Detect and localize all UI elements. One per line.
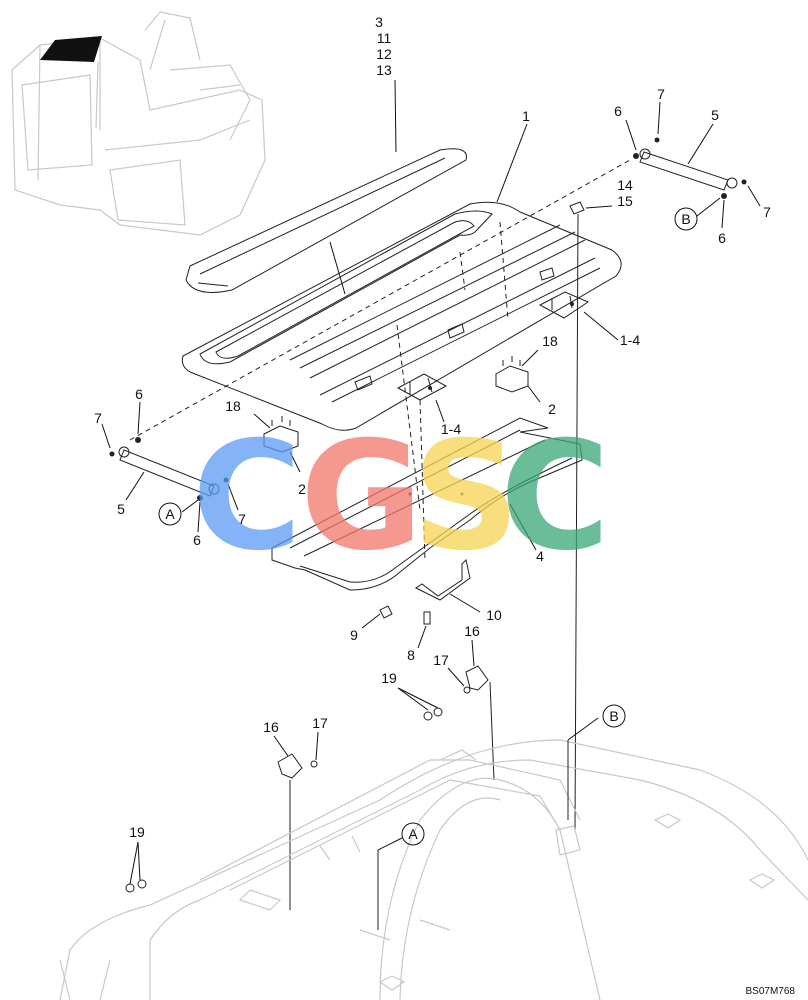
callout-10: 10 (486, 607, 502, 623)
locator-roof-highlight (40, 36, 102, 62)
reference-marker-a-left: A (165, 506, 175, 522)
reference-marker-b-top: B (681, 211, 690, 227)
clip-16-upper (447, 639, 495, 781)
cab-roof-body (59, 739, 808, 1000)
callout-7: 7 (657, 86, 665, 102)
roof-glass-part (185, 79, 467, 295)
callout-13: 13 (376, 62, 392, 78)
roof-bracket-right (538, 291, 619, 341)
watermark-letter-1: C (192, 410, 302, 584)
callout-1-4: 1-4 (620, 332, 640, 348)
callout-7: 7 (238, 511, 246, 527)
callout-labels: 3 11 12 13 1 6 7 5 7 6 14 15 1-4 18 2 6 … (94, 14, 771, 840)
callout-17: 17 (312, 715, 328, 731)
callout-5: 5 (711, 107, 719, 123)
watermark-letter-3: S (412, 410, 520, 584)
roof-panel-part (181, 123, 622, 431)
callout-2: 2 (548, 401, 556, 417)
roof-bracket-left (396, 373, 448, 423)
callout-16: 16 (263, 719, 279, 735)
clip-16-lower (273, 731, 319, 910)
machine-locator-thumbnail (11, 11, 266, 236)
reference-marker-b-bottom: B (609, 708, 618, 724)
latch-right (495, 349, 541, 403)
callout-19: 19 (129, 824, 145, 840)
watermark-letter-4: C (500, 410, 610, 584)
reference-leaders (377, 717, 599, 930)
watermark: C G S C (192, 410, 610, 584)
drawing-code: BS07M768 (746, 986, 796, 997)
gas-strut-right (625, 101, 761, 229)
callout-6: 6 (135, 386, 143, 402)
callout-8: 8 (407, 647, 415, 663)
callout-6: 6 (718, 230, 726, 246)
callout-7: 7 (763, 204, 771, 220)
nut-9 (361, 605, 393, 629)
callout-14: 14 (617, 177, 633, 193)
handle-part (415, 559, 481, 613)
callout-12: 12 (376, 46, 392, 62)
callout-11: 11 (377, 30, 392, 46)
callout-18: 18 (542, 333, 558, 349)
callout-7: 7 (94, 410, 102, 426)
gas-strut-left (101, 401, 239, 533)
callout-6: 6 (614, 103, 622, 119)
callout-15: 15 (617, 193, 633, 209)
callout-17: 17 (433, 652, 449, 668)
callout-4: 4 (536, 548, 544, 564)
callout-6: 6 (193, 532, 201, 548)
reference-marker-a-bottom: A (408, 826, 418, 842)
watermark-letter-2: G (300, 410, 423, 584)
seal-frame-part (271, 417, 583, 591)
callout-19: 19 (381, 670, 397, 686)
callout-9: 9 (350, 627, 358, 643)
callout-1-4: 1-4 (441, 421, 461, 437)
reference-markers: B A B A (158, 207, 698, 846)
latch-left (253, 413, 301, 473)
callout-16: 16 (464, 623, 480, 639)
fastener-19-upper (397, 687, 443, 721)
bolt-14-15 (569, 201, 613, 831)
fastener-19-lower (125, 841, 147, 893)
callout-2: 2 (298, 481, 306, 497)
bolt-8 (417, 611, 431, 649)
callout-5: 5 (117, 501, 125, 517)
alignment-lines (129, 159, 631, 561)
callout-18: 18 (225, 398, 241, 414)
callout-3: 3 (375, 14, 383, 30)
callout-1: 1 (522, 108, 530, 124)
